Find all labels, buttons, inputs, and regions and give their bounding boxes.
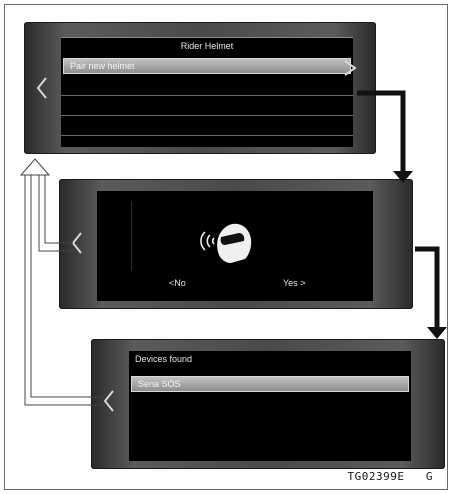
helmet-pairing-icon [200, 223, 252, 263]
sena-sos-item[interactable]: Sena SOS [131, 376, 409, 392]
screen-title-line [61, 37, 353, 38]
figure-suffix-label: G [425, 470, 433, 483]
figure-code: TG02399E G [348, 470, 433, 483]
yes-option[interactable]: Yes > [283, 278, 306, 288]
back-flow-line [44, 175, 73, 244]
back-chevron-icon [71, 232, 82, 254]
rider-helmet-panel: Rider Helmet Pair new helmet [24, 22, 376, 154]
arrow-head-icon [393, 171, 413, 183]
forward-chevron-icon [344, 60, 357, 76]
list-row-divider [61, 115, 353, 116]
forward-flow-arrow [357, 90, 406, 173]
list-row-divider [61, 95, 353, 96]
back-chevron-icon [36, 77, 47, 99]
devices-found-screen: Devices found Sena SOS [129, 351, 411, 461]
rider-helmet-screen: Rider Helmet Pair new helmet [61, 37, 353, 147]
arrow-head-icon [427, 327, 447, 339]
sena-sos-label: Sena SOS [138, 379, 181, 389]
back-flow-line [24, 175, 105, 406]
no-option[interactable]: <No [169, 278, 186, 288]
back-arrow-head-icon [19, 158, 51, 176]
yes-label: Yes [283, 278, 298, 288]
rider-helmet-title: Rider Helmet [180, 41, 234, 51]
figure-frame: Rider Helmet Pair new helmet <No Yes > D… [4, 4, 448, 490]
devices-found-title: Devices found [135, 354, 193, 364]
no-label: No [174, 278, 186, 288]
back-chevron-icon [103, 390, 114, 412]
back-flow-line [38, 175, 73, 252]
screen-edge-line [131, 201, 132, 271]
pair-new-helmet-label: Pair new helmet [70, 61, 135, 71]
list-row-divider [61, 135, 353, 136]
devices-found-panel: Devices found Sena SOS [91, 339, 445, 469]
flow-arrows-overlay [19, 60, 447, 412]
back-flow-line [30, 175, 105, 398]
figure-code-label: TG02399E [347, 470, 405, 483]
forward-flow-arrow [415, 246, 440, 329]
